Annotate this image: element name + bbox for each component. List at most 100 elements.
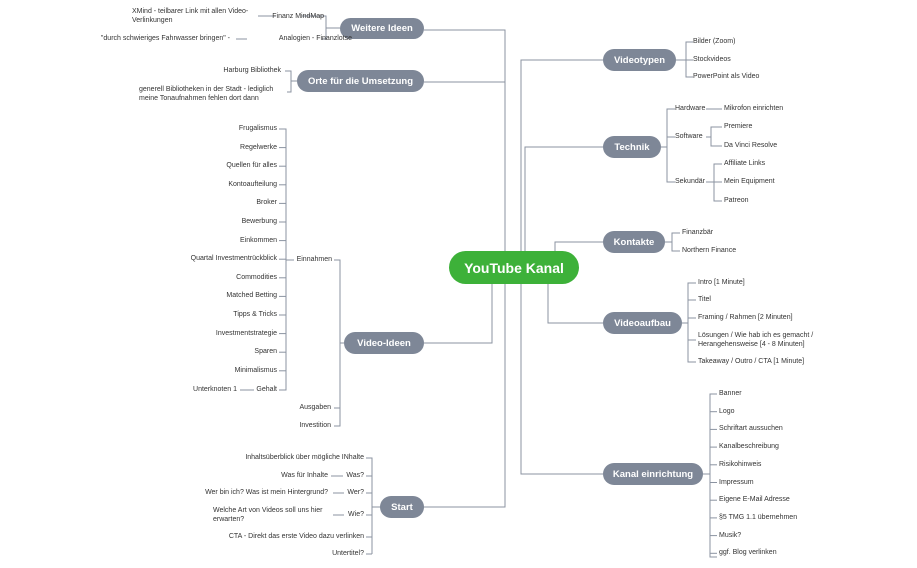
leaf-intro[interactable]: Intro [1 Minute] — [698, 279, 745, 286]
leaf-bilder-zoom[interactable]: Bilder (Zoom) — [693, 38, 736, 45]
leaf-davinci[interactable]: Da Vinci Resolve — [724, 142, 778, 149]
leaf-kanal-item[interactable]: Musik? — [719, 531, 742, 539]
leaf-einnahmen-item[interactable]: Broker — [256, 199, 277, 207]
leaf-wer[interactable]: Wer? — [347, 489, 364, 496]
connector-line — [709, 474, 717, 558]
connector-line — [665, 232, 680, 243]
connector-line — [322, 28, 327, 40]
leaf-software[interactable]: Software — [675, 133, 703, 140]
leaf-sekundar[interactable]: Sekundär — [675, 178, 705, 185]
connector-line — [713, 182, 722, 202]
note-wer-bin-ich: Wer bin ich? Was ist mein Hintergrund? — [205, 489, 328, 496]
leaf-analogien[interactable]: Analogien - Finanzlotse — [278, 35, 352, 42]
leaf-investition[interactable]: Investition — [299, 422, 331, 429]
leaf-loesungen[interactable]: Lösungen / Wie hab ich es gemacht / Hera… — [698, 332, 814, 348]
connector-line — [666, 147, 675, 183]
leaf-einnahmen-item[interactable]: Tipps & Tricks — [233, 311, 277, 318]
leaf-framing[interactable]: Framing / Rahmen [2 Minuten] — [698, 314, 793, 321]
leaf-cta[interactable]: CTA - Direkt das erste Video dazu verlin… — [228, 533, 364, 540]
leaf-kanal-item[interactable]: Banner — [719, 390, 742, 397]
leaf-kanal-item[interactable]: §5 TMG 1.1 übernehmen — [719, 513, 798, 521]
connector-line — [520, 268, 603, 475]
leaf-einnahmen-item[interactable]: Quartal Investmentrückblick — [190, 255, 277, 263]
leaf-kanal-item[interactable]: ggf. Blog verlinken — [719, 549, 777, 557]
leaf-gehalt[interactable]: Gehalt — [256, 386, 277, 393]
leaf-einnahmen-item[interactable]: Minimalismus — [234, 366, 277, 374]
connector-line — [671, 242, 680, 252]
branch-videoaufbau[interactable]: Videoaufbau — [603, 312, 682, 334]
connector-line — [424, 29, 506, 269]
connector-line — [424, 268, 493, 344]
connector-line — [687, 323, 696, 363]
connector-line — [285, 70, 297, 82]
connector-line — [547, 268, 603, 324]
connector-line — [676, 41, 693, 61]
leaf-kanal-item[interactable]: Impressum — [719, 478, 754, 486]
connector-line — [685, 60, 693, 78]
leaf-wie[interactable]: Wie? — [348, 511, 364, 518]
note-welche-art: Welche Art von Videos soll uns hier erwa… — [213, 507, 323, 523]
leaf-kanal-item[interactable]: Eigene E-Mail Adresse — [719, 496, 790, 504]
connector-line — [287, 81, 292, 93]
leaf-einnahmen-item[interactable]: Matched Betting — [226, 292, 277, 300]
connector-line — [524, 146, 603, 268]
leaf-einnahmen-item[interactable]: Sparen — [254, 348, 277, 356]
leaf-finanz-mindmap[interactable]: Finanz MindMap — [272, 13, 324, 20]
branch-weitere-ideen[interactable]: Weitere Ideen — [340, 18, 424, 39]
connector-line — [334, 343, 341, 427]
leaf-einnahmen[interactable]: Einnahmen — [296, 256, 332, 263]
leaf-premiere[interactable]: Premiere — [724, 123, 753, 130]
leaf-mein-equipment[interactable]: Mein Equipment — [724, 178, 775, 185]
branch-orte[interactable]: Orte für die Umsetzung — [297, 70, 424, 92]
leaf-einnahmen-item[interactable]: Quellen für alles — [226, 162, 277, 170]
branch-technik[interactable]: Technik — [603, 136, 661, 158]
leaf-einnahmen-item[interactable]: Regelwerke — [240, 143, 277, 151]
note-xmind: XMind - teilbarer Link mit allen Video-V… — [132, 8, 249, 24]
leaf-generell-bibliotheken[interactable]: generell Bibliotheken in der Stadt - led… — [139, 86, 274, 102]
connector-line — [334, 343, 341, 409]
leaf-einnahmen-item[interactable]: Investmentstrategie — [215, 329, 277, 337]
branch-videotypen[interactable]: Videotypen — [603, 49, 676, 71]
leaf-mikrofon[interactable]: Mikrofon einrichten — [724, 105, 784, 112]
leaf-titel[interactable]: Titel — [698, 296, 711, 303]
leaf-takeaway[interactable]: Takeaway / Outro / CTA [1 Minute] — [698, 358, 805, 365]
leaf-was[interactable]: Was? — [346, 472, 364, 479]
note-fahrwasser: "durch schwieriges Fahrwasser bringen" - — [100, 35, 230, 42]
leaf-einnahmen-item[interactable]: Kontoaufteilung — [228, 180, 277, 188]
branch-kontakte[interactable]: Kontakte — [603, 231, 665, 253]
note-was-fuer-inhalte: Was für Inhalte — [281, 472, 328, 479]
branch-kanal-einrichtung[interactable]: Kanal einrichtung — [603, 463, 703, 485]
leaf-einnahmen-item[interactable]: Bewerbung — [241, 218, 277, 225]
leaf-harburg-bibliothek[interactable]: Harburg Bibliothek — [223, 67, 281, 74]
leaf-kanal-item[interactable]: Logo — [719, 407, 735, 415]
leaf-finanzbaer[interactable]: Finanzbär — [682, 229, 714, 236]
leaf-einnahmen-item[interactable]: Einkommen — [240, 236, 277, 244]
connector-line — [703, 393, 717, 475]
root-node[interactable]: YouTube Kanal — [449, 251, 579, 284]
branch-start[interactable]: Start — [380, 496, 424, 518]
leaf-powerpoint[interactable]: PowerPoint als Video — [693, 73, 760, 80]
branch-video-ideen[interactable]: Video-Ideen — [344, 332, 424, 354]
leaf-einnahmen-item[interactable]: Commodities — [236, 273, 277, 281]
leaf-kanal-item[interactable]: Kanalbeschreibung — [719, 443, 779, 451]
leaf-kanal-item[interactable]: Risikohinweis — [719, 460, 762, 468]
connector-line — [366, 457, 380, 508]
connector-line — [661, 108, 675, 148]
leaf-unterknoten[interactable]: Unterknoten 1 — [193, 386, 237, 393]
leaf-untertitel[interactable]: Untertitel? — [332, 550, 364, 557]
leaf-hardware[interactable]: Hardware — [675, 105, 706, 112]
connector-line — [520, 59, 603, 269]
connector-line — [706, 126, 722, 138]
leaf-kanal-item[interactable]: Schriftart aussuchen — [719, 425, 783, 433]
connector-line — [334, 259, 344, 344]
leaf-einnahmen-item[interactable]: Frugalismus — [238, 125, 277, 132]
leaf-affiliate[interactable]: Affiliate Links — [724, 160, 766, 167]
leaf-patreon[interactable]: Patreon — [724, 197, 749, 204]
leaf-inhaltsueberblick[interactable]: Inhaltsüberblick über mögliche INhalte — [245, 454, 364, 461]
leaf-ausgaben[interactable]: Ausgaben — [299, 404, 331, 411]
connector-line — [710, 137, 722, 147]
leaf-stockvideos[interactable]: Stockvideos — [693, 56, 731, 63]
leaf-northern-finance[interactable]: Northern Finance — [682, 247, 737, 254]
